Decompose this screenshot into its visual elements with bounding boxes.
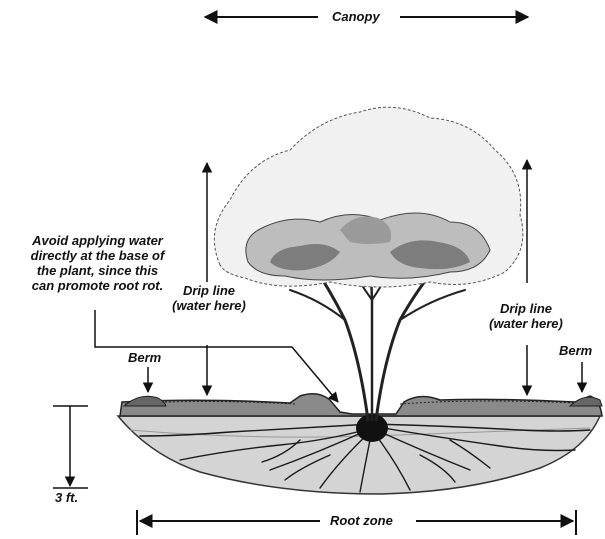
avoid-leader-line bbox=[94, 310, 339, 403]
canopy-foliage bbox=[213, 106, 524, 288]
drip-line-left-label: Drip line (water here) bbox=[168, 283, 250, 313]
root-crown bbox=[356, 414, 388, 442]
berm-left-label: Berm bbox=[128, 350, 162, 365]
canopy-label: Canopy bbox=[329, 9, 383, 24]
berm-right-label: Berm bbox=[559, 343, 593, 358]
berm-left-mound bbox=[122, 395, 167, 407]
avoid-note: Avoid applying water directly at the bas… bbox=[26, 233, 169, 293]
ground-surface bbox=[119, 393, 603, 417]
roots bbox=[139, 423, 591, 493]
berm-right-mound bbox=[568, 396, 603, 407]
depth-label: 3 ft. bbox=[55, 490, 79, 505]
root-zone-label: Root zone bbox=[327, 513, 396, 528]
drip-line-right-label: Drip line (water here) bbox=[482, 301, 570, 331]
